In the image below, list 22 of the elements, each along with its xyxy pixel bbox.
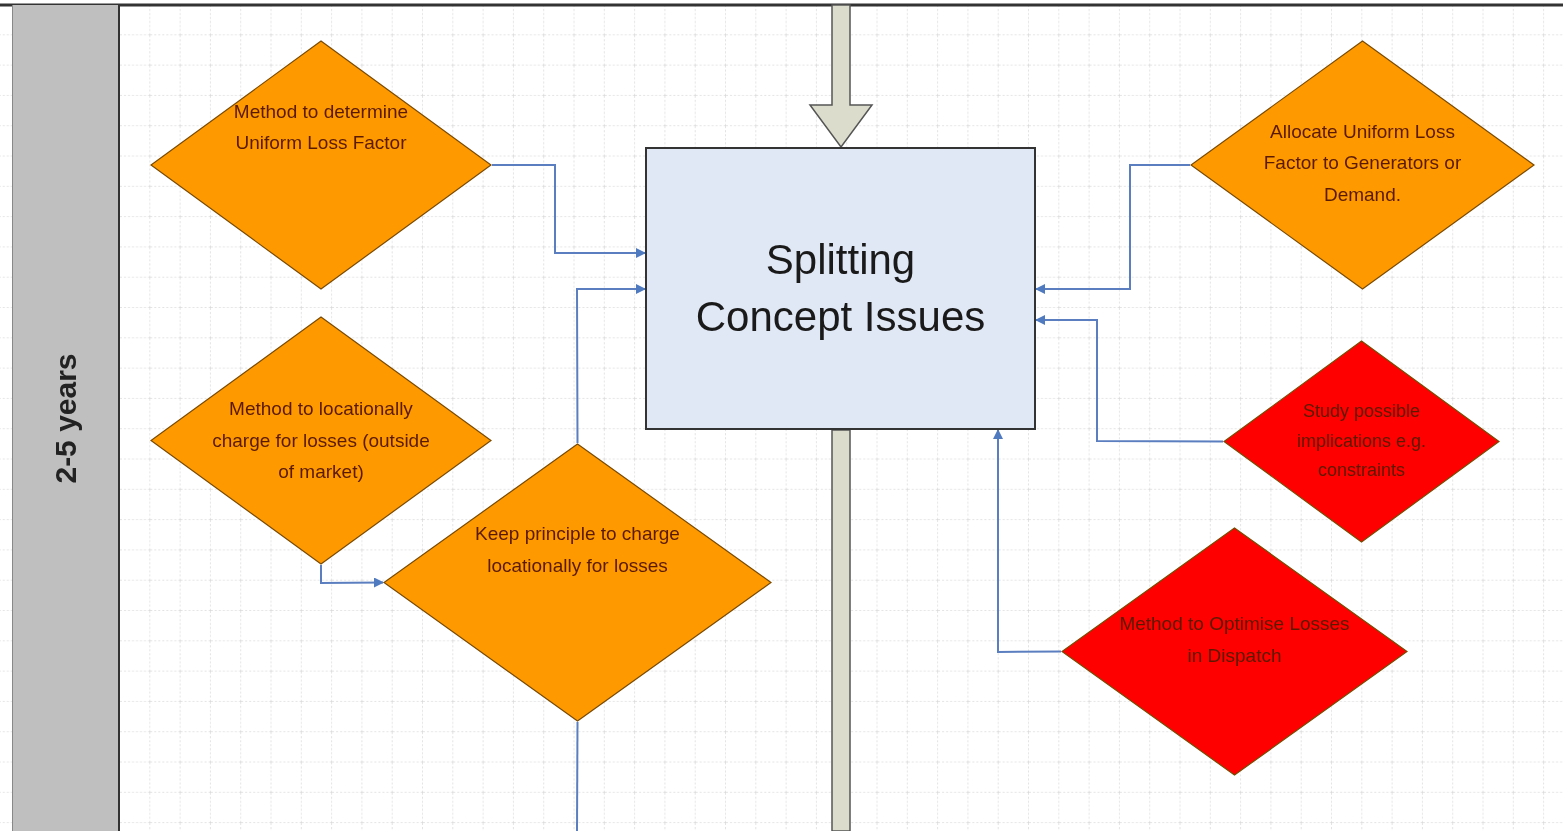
block-arrow [831, 429, 851, 831]
block-arrow [808, 4, 874, 149]
process-box [645, 147, 1036, 430]
node-text: Method to determine Uniform Loss Factor [232, 99, 410, 155]
lane-header [12, 5, 118, 831]
connector-arrow [491, 164, 646, 258]
decision-diamond [150, 40, 492, 290]
lane-label: 2-5 years [48, 352, 83, 484]
decision-diamond [1061, 527, 1408, 776]
connector-arrow [1035, 164, 1191, 294]
node-text: Splitting Concept Issues [694, 234, 987, 342]
decision-diamond [1190, 40, 1535, 290]
node-text: Method to Optimise Losses in Dispatch [1118, 612, 1351, 668]
connector-arrow [993, 429, 1062, 653]
connector-arrow [320, 564, 384, 588]
node-text: Allocate Uniform Loss Factor to Generators or Demand. [1262, 120, 1463, 207]
node-text: Keep principle to charge locationally for losses [474, 522, 681, 578]
node-text: Study possible implications e.g. constraints [1295, 399, 1427, 483]
connector-arrow [1035, 315, 1224, 443]
decision-diamond [1223, 340, 1500, 543]
connector-arrow [576, 284, 646, 444]
node-text: Method to locationally charge for losses (outside of market) [211, 397, 431, 485]
